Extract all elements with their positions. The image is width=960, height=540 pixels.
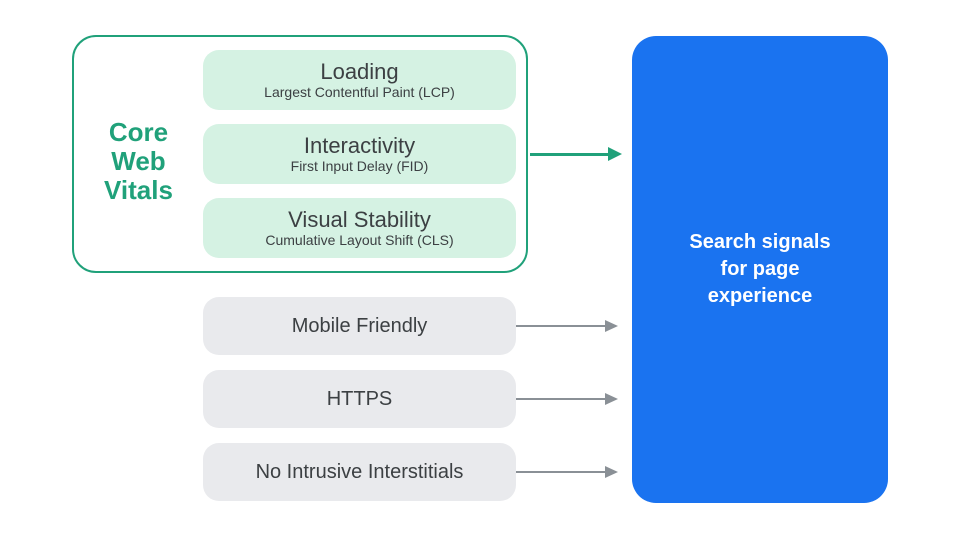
core-web-vitals-label: Core Web Vitals [74,37,203,271]
search-signals-box: Search signals for page experience [632,36,888,503]
https-arrow-icon [516,393,618,405]
arrow-head-icon [605,393,618,405]
arrow-line [516,398,605,400]
arrow-line [530,152,608,156]
signal-label: No Intrusive Interstitials [255,460,464,483]
vital-subtitle: Cumulative Layout Shift (CLS) [265,232,454,248]
cwv-arrow-icon [530,147,622,161]
core-web-vitals-group: Core Web Vitals Loading Largest Contentf… [72,35,528,273]
interstitials-arrow-icon [516,466,618,478]
vital-title: Interactivity [303,133,416,158]
search-signals-text-line: for page [720,258,800,280]
core-web-vitals-label-line: Web [111,145,166,176]
search-signals-text-line: Search signals [689,231,831,253]
signal-box-mobile-friendly: Mobile Friendly [203,297,516,355]
vital-subtitle: Largest Contentful Paint (LCP) [264,84,455,100]
vital-box-interactivity: Interactivity First Input Delay (FID) [203,124,516,184]
vital-subtitle: First Input Delay (FID) [290,158,429,174]
core-web-vitals-label-line: Vitals [104,174,173,205]
signal-label: Mobile Friendly [291,314,428,337]
arrow-head-icon [605,320,618,332]
vital-title: Loading [320,59,399,84]
arrow-line [516,471,605,473]
vital-box-visual-stability: Visual Stability Cumulative Layout Shift… [203,198,516,258]
arrow-head-icon [605,466,618,478]
vital-box-loading: Loading Largest Contentful Paint (LCP) [203,50,516,110]
signal-box-no-intrusive-interstitials: No Intrusive Interstitials [203,443,516,501]
search-signals-text-line: experience [707,285,813,307]
signal-label: HTTPS [326,387,393,410]
mobile-friendly-arrow-icon [516,320,618,332]
signal-box-https: HTTPS [203,370,516,428]
arrow-line [516,325,605,327]
vital-title: Visual Stability [288,207,431,232]
arrow-head-icon [608,147,622,161]
core-web-vitals-label-line: Core [108,116,169,147]
